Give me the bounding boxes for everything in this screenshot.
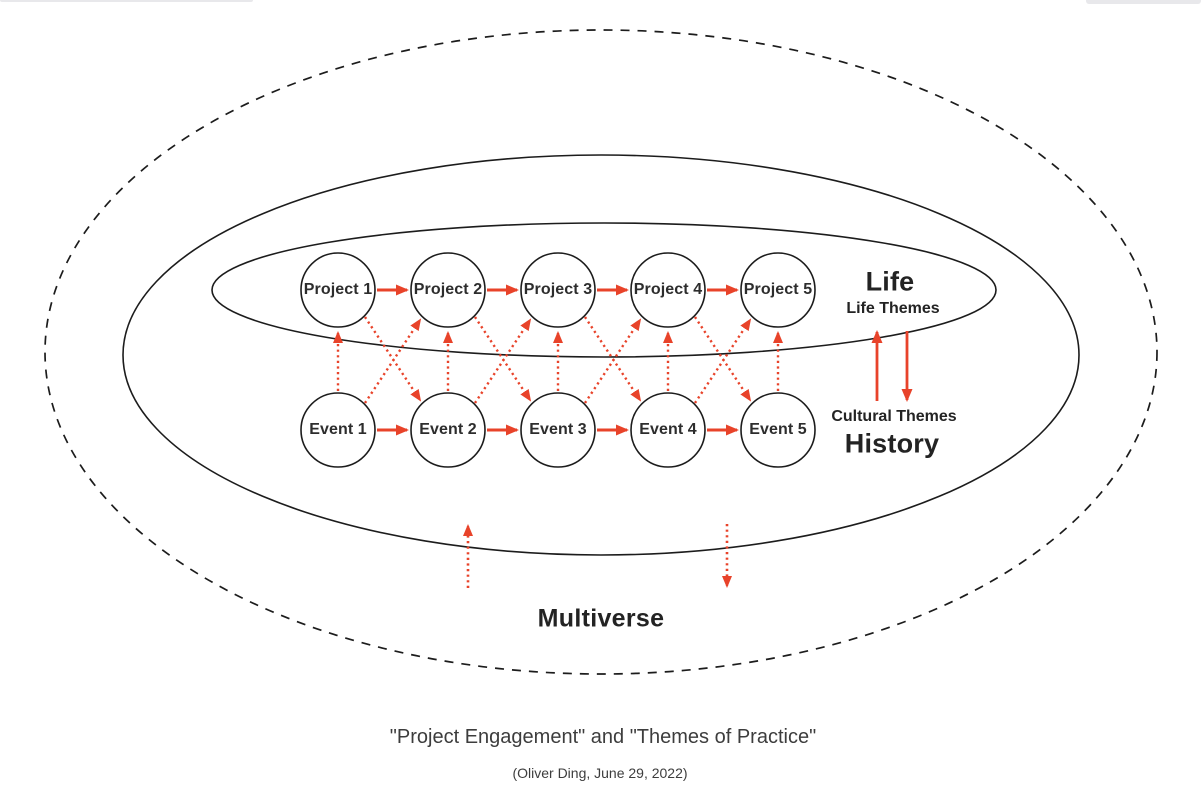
caption-title: "Project Engagement" and "Themes of Prac… — [389, 726, 817, 748]
history-label: History — [844, 428, 940, 459]
project2-to-event3-arrow — [473, 316, 532, 402]
project4-to-event5-arrow — [693, 316, 752, 402]
cultural-themes-label: Cultural Themes — [831, 408, 957, 425]
project2-label: Project 2 — [413, 281, 483, 298]
event1-label: Event 1 — [309, 421, 367, 438]
project4-label: Project 4 — [633, 281, 703, 298]
project3-label: Project 3 — [523, 281, 593, 298]
event3-node — [520, 392, 596, 468]
screenshot-edge-artifact-left — [0, 0, 253, 2]
project1-label: Project 1 — [303, 281, 373, 298]
event4-node — [630, 392, 706, 468]
multiverse-label: Multiverse — [537, 604, 665, 633]
project2-node — [410, 252, 486, 328]
event4-label: Event 4 — [639, 421, 697, 438]
event1-to-project2-arrow — [363, 318, 422, 404]
event3-label: Event 3 — [529, 421, 587, 438]
event-to-project-dotted-arrows — [333, 316, 783, 404]
event4-to-project5-arrow — [693, 318, 752, 404]
project1-to-event2-arrow — [363, 316, 422, 402]
event1-node — [300, 392, 376, 468]
caption-byline: (Oliver Ding, June 29, 2022) — [512, 765, 688, 781]
history-ellipse — [122, 154, 1080, 556]
themes-exchange-arrows — [871, 330, 913, 402]
project5-node — [740, 252, 816, 328]
project4-node — [630, 252, 706, 328]
project3-to-event4-arrow — [583, 316, 642, 402]
multiverse-exchange-arrows — [463, 524, 732, 588]
event2-label: Event 2 — [419, 421, 477, 438]
project5-label: Project 5 — [743, 281, 813, 298]
event-nodes — [300, 392, 816, 468]
event5-node — [740, 392, 816, 468]
event2-node — [410, 392, 486, 468]
multiverse-ellipse — [44, 29, 1158, 675]
life-label: Life — [865, 266, 915, 297]
life-themes-label: Life Themes — [846, 300, 940, 317]
event2-to-project3-arrow — [473, 318, 532, 404]
event5-label: Event 5 — [749, 421, 807, 438]
project-nodes — [300, 252, 816, 328]
screenshot-edge-artifact-right — [1086, 0, 1201, 4]
project1-node — [300, 252, 376, 328]
event3-to-project4-arrow — [583, 318, 642, 404]
project3-node — [520, 252, 596, 328]
life-ellipse — [211, 222, 997, 358]
